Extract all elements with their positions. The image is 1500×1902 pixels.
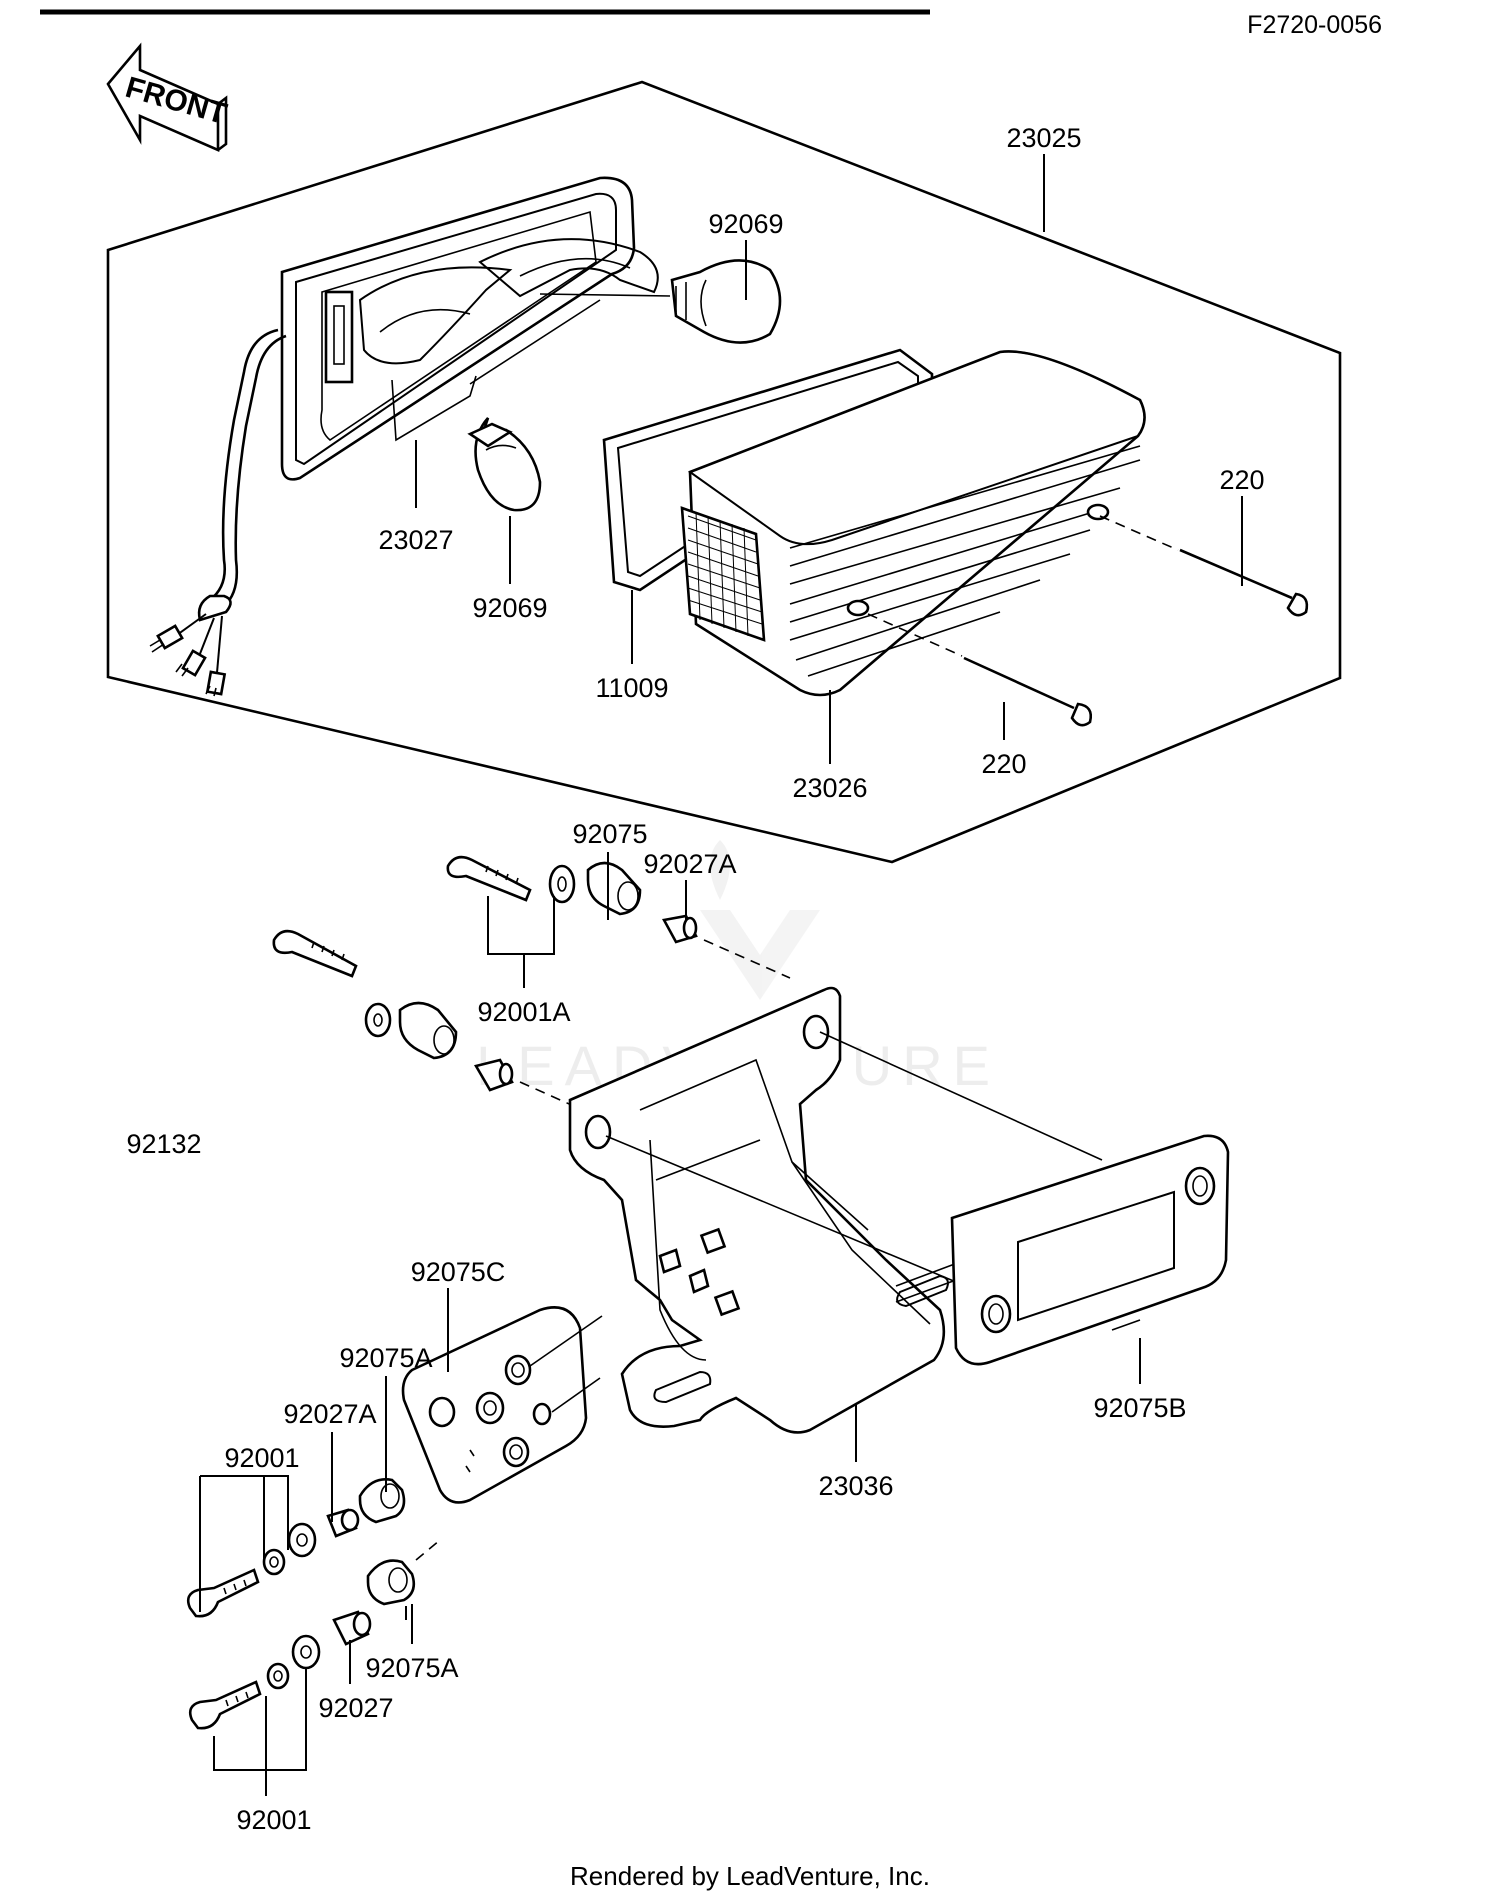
pad-92075C <box>401 1306 603 1504</box>
callout-92075B: 92075B <box>1093 1393 1186 1423</box>
screw-220-right <box>1099 515 1309 617</box>
callout-92001-top: 92001 <box>224 1443 299 1473</box>
leader-lines <box>199 154 1243 1796</box>
callout-23025: 23025 <box>1006 123 1081 153</box>
callout-220-right: 220 <box>1219 465 1264 495</box>
screw-220-bottom <box>867 613 1093 727</box>
callout-92027: 92027 <box>318 1693 393 1723</box>
callout-92075C: 92075C <box>411 1257 506 1287</box>
callout-92132: 92132 <box>126 1129 201 1159</box>
callout-92075A-bottom: 92075A <box>365 1653 458 1683</box>
callout-92001-bottom: 92001 <box>236 1805 311 1835</box>
reference-code: F2720-0056 <box>1247 11 1382 39</box>
bolt-92001-lower <box>188 1539 441 1730</box>
bulb-92069-top <box>539 259 782 344</box>
callout-11009: 11009 <box>595 673 668 703</box>
callout-92075: 92075 <box>572 819 647 849</box>
callouts: 23025 92069 23027 92069 220 11009 23026 … <box>126 123 1264 1835</box>
lens-23026 <box>680 350 1146 697</box>
callout-23026: 23026 <box>792 773 867 803</box>
callout-23036: 23036 <box>818 1471 893 1501</box>
lamp-base-23027 <box>149 176 659 697</box>
bolt-92001-upper <box>186 1478 406 1618</box>
callout-92027A-left: 92027A <box>283 1399 376 1429</box>
bolt-92001A-lower <box>272 929 597 1117</box>
callout-220-bottom: 220 <box>981 749 1026 779</box>
footer-credit: Rendered by LeadVenture, Inc. <box>570 1861 930 1891</box>
bolt-92001A-upper <box>446 855 791 979</box>
callout-92027A-top: 92027A <box>643 849 736 879</box>
front-arrow-icon: FRONT <box>106 42 230 152</box>
bracket-23036 <box>568 986 1103 1434</box>
assembly-23025-boundary <box>106 80 1342 864</box>
callout-92001A: 92001A <box>477 997 570 1027</box>
callout-92069-bottom: 92069 <box>472 593 547 623</box>
bulb-92069-bottom <box>467 417 542 512</box>
callout-92075A-top: 92075A <box>339 1343 432 1373</box>
callout-23027: 23027 <box>378 525 453 555</box>
pad-92075B <box>950 1134 1230 1366</box>
callout-92069-top: 92069 <box>708 209 783 239</box>
reflector-pattern <box>687 511 763 637</box>
